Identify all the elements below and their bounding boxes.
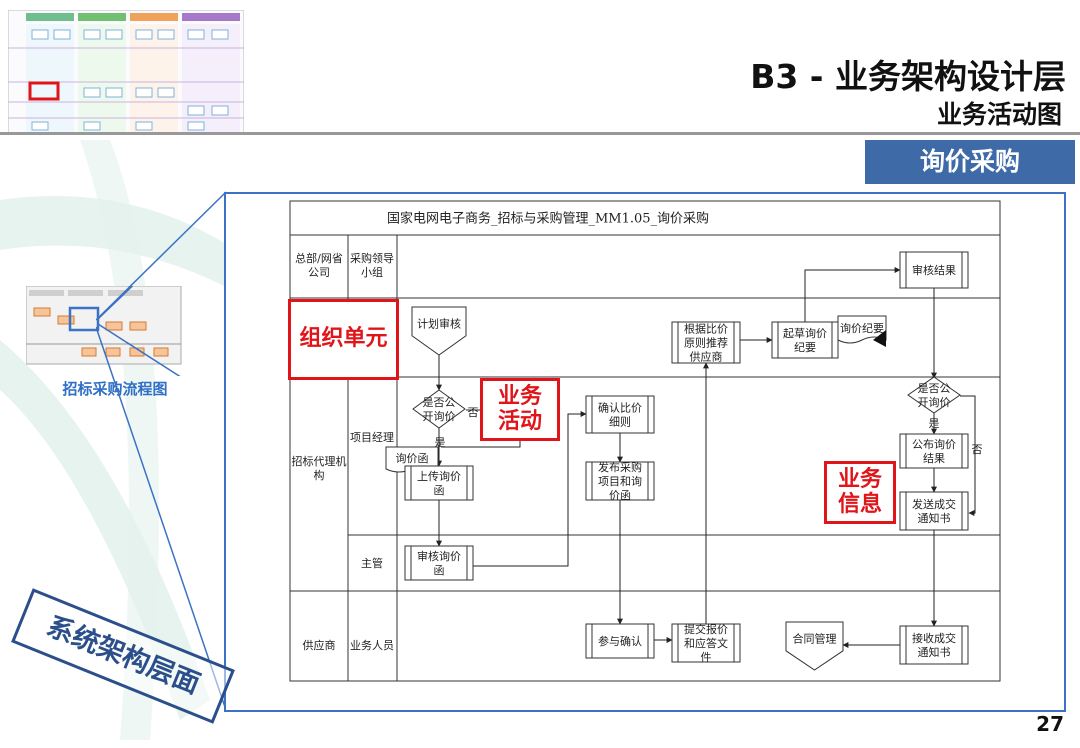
lane-hq: 总部/网省公司 (295, 251, 343, 279)
node-public-q2-label: 是否公开询价 (918, 382, 951, 409)
overview-thumbnail (8, 10, 244, 134)
callout-biz-activity: 业务 活动 (480, 378, 560, 441)
lane-supplier: 供应商 (303, 638, 336, 652)
node-submit-quote-label: 提交报价和应答文件 (684, 622, 728, 664)
node-review-inquiry (404, 545, 474, 581)
section-banner: 询价采购 (865, 140, 1075, 184)
node-review-result-label: 审核结果 (912, 263, 956, 277)
summary-doc-marker (873, 330, 886, 347)
node-recommend (671, 321, 741, 364)
lane-hq-role: 采购领导小组 (350, 251, 394, 279)
node-draft-summary-label: 起草询价纪要 (783, 327, 827, 354)
label-yes1: 是 (435, 436, 446, 449)
node-publish-project (585, 461, 655, 501)
callout-org-unit: 组织单元 (288, 299, 399, 380)
node-recommend-label: 根据比价原则推荐供应商 (684, 321, 728, 363)
page-subtitle: 业务活动图 (936, 100, 1062, 129)
node-receive-notice-label: 接收成交通知书 (912, 631, 956, 659)
node-receive-notice (899, 625, 969, 665)
node-public-q2 (907, 376, 961, 414)
node-upload-inquiry (404, 465, 474, 501)
label-no1: 否 (468, 406, 479, 419)
diagram-title: 国家电网电子商务_招标与采购管理_MM1.05_询价采购 (387, 211, 709, 227)
header-divider (0, 132, 1080, 135)
node-plan-review (411, 306, 467, 356)
label-yes2: 是 (929, 417, 940, 430)
node-public-q1-label: 是否公开询价 (423, 396, 456, 423)
zoom-connector (96, 191, 227, 711)
node-review-inquiry-label: 审核询价函 (417, 549, 461, 577)
node-confirm-detail (585, 395, 655, 434)
node-inquiry-doc-label: 询价函 (396, 452, 429, 465)
node-publish-result-label: 公布询价结果 (912, 438, 956, 465)
node-public-q1 (412, 389, 466, 429)
node-participate (585, 623, 655, 659)
node-send-notice (899, 491, 969, 531)
lane-pm: 项目经理 (350, 431, 394, 444)
page-title: B3 - 业务架构设计层 (750, 57, 1066, 96)
node-send-notice-label: 发送成交通知书 (912, 497, 956, 525)
node-review-result (899, 251, 969, 289)
node-publish-result (899, 433, 969, 469)
node-draft-summary (771, 321, 839, 359)
node-contract-mgmt (785, 621, 844, 671)
node-upload-inquiry-label: 上传询价函 (417, 470, 461, 497)
lane-supervisor: 主管 (361, 556, 383, 570)
node-participate-label: 参与确认 (598, 634, 642, 648)
node-submit-quote (671, 623, 741, 663)
label-no2: 否 (972, 443, 983, 456)
lane-staff: 业务人员 (350, 639, 394, 652)
flow-map-label: 招标采购流程图 (62, 380, 168, 398)
node-publish-project-label: 发布采购项目和询价函 (598, 460, 642, 502)
callout-biz-info: 业务 信息 (824, 461, 896, 524)
node-plan-review-label: 计划审核 (417, 317, 461, 331)
node-confirm-detail-label: 确认比价细则 (598, 401, 642, 428)
page-number: 27 (1036, 712, 1064, 736)
lane-agency: 招标代理机构 (292, 454, 347, 482)
node-contract-mgmt-label: 合同管理 (793, 632, 837, 646)
node-summary-doc-label: 询价纪要 (840, 322, 884, 335)
